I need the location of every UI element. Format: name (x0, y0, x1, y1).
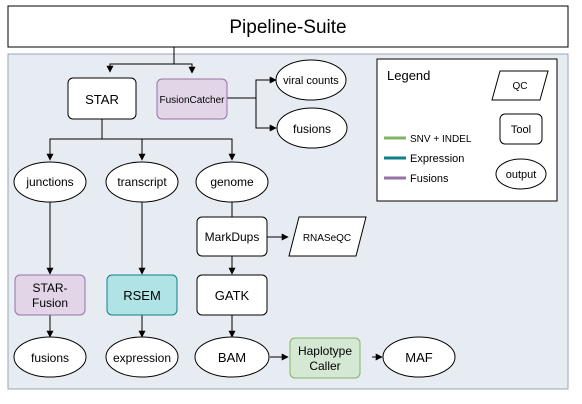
legend-expression-entry: Expression (384, 153, 464, 165)
gatk-label: GATK (215, 288, 250, 303)
star-fusion-tool: STAR- Fusion (14, 274, 86, 316)
haplotype-label-line2: Caller (309, 359, 340, 373)
edge-fc-viral (227, 76, 277, 99)
fusions-fc-label: fusions (293, 122, 331, 136)
legend: Legend QC Tool output SNV + INDEL Expres… (376, 58, 558, 202)
legend-output-label: output (506, 169, 537, 181)
bam-output: BAM (194, 336, 270, 378)
expression-label: expression (113, 351, 171, 365)
legend-qc-label: QC (513, 81, 528, 92)
fusions-sf-output: fusions (13, 336, 87, 378)
edge-title-star (106, 47, 175, 73)
connectors (46, 47, 383, 361)
maf-output: MAF (382, 336, 456, 378)
legend-snv-entry: SNV + INDEL (384, 134, 472, 145)
markdups-tool: MarkDups (196, 216, 268, 257)
viral-counts-label: viral counts (283, 75, 339, 87)
star-fusion-label-line2: Fusion (32, 296, 68, 310)
junctions-label: junctions (25, 175, 73, 189)
fusioncatcher-tool: FusionCatcher (156, 78, 228, 120)
edge-star-genome (142, 138, 236, 161)
legend-fusions-entry: Fusions (384, 173, 449, 185)
markdups-label: MarkDups (205, 230, 260, 244)
fusions-fc-output: fusions (276, 107, 348, 149)
genome-label: genome (210, 175, 254, 189)
expression-output: expression (105, 336, 179, 378)
star-label: STAR (85, 92, 119, 107)
rsem-label: RSEM (123, 288, 161, 303)
maf-label: MAF (405, 350, 433, 365)
genome-output: genome (195, 161, 269, 203)
diagram-title: Pipeline-Suite (229, 17, 346, 38)
haplotype-caller-tool: Haplotype Caller (289, 337, 361, 379)
transcript-output: transcript (105, 161, 179, 203)
legend-snv-label: SNV + INDEL (410, 134, 472, 145)
edge-star-junctions (46, 119, 103, 161)
star-fusion-label-line1: STAR- (32, 281, 67, 295)
legend-expression-label: Expression (410, 153, 464, 165)
fusioncatcher-label: FusionCatcher (159, 95, 225, 106)
junctions-output: junctions (13, 161, 87, 203)
legend-title: Legend (387, 68, 430, 83)
edge-title-fusioncatcher (174, 63, 196, 74)
legend-output-shape: output (495, 158, 547, 190)
transcript-label: transcript (117, 175, 167, 189)
viral-counts-output: viral counts (275, 59, 347, 101)
fusions-sf-label: fusions (31, 351, 69, 365)
rsem-tool: RSEM (106, 274, 178, 316)
title-box: Pipeline-Suite (7, 5, 569, 48)
haplotype-label-line1: Haplotype (298, 344, 352, 358)
edge-fc-fusions (255, 98, 277, 132)
gatk-tool: GATK (196, 274, 268, 316)
bam-label: BAM (218, 350, 246, 365)
rnaseqc-qc: RNASeQC (288, 216, 367, 257)
legend-qc-shape: QC (491, 70, 549, 101)
legend-tool-label: Tool (511, 124, 531, 136)
legend-fusions-label: Fusions (410, 173, 449, 185)
rnaseqc-label: RNASeQC (303, 233, 351, 244)
legend-tool-shape: Tool (499, 113, 543, 145)
star-tool: STAR (67, 77, 137, 120)
